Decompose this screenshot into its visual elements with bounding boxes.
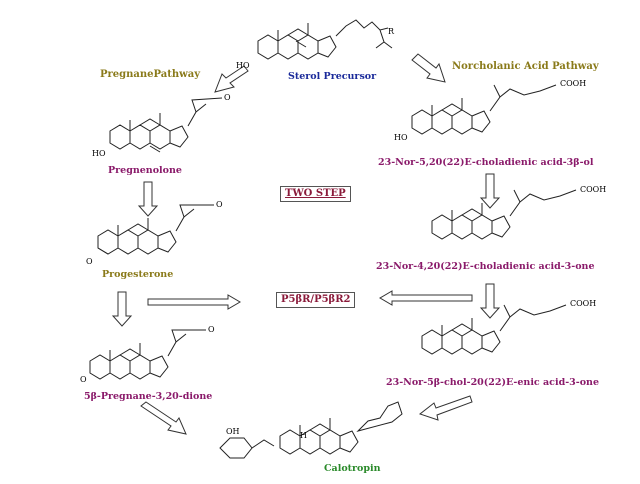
pregnane-dione-structure — [89, 329, 206, 380]
carboxyl-label: COOH — [580, 185, 607, 194]
two-step-text: TWO STEP — [285, 188, 346, 199]
methyl-oh-label: OH — [226, 427, 240, 436]
hydroxyl-label: HO — [394, 133, 408, 142]
nor-chol-enic-structure — [421, 304, 567, 355]
oxo-label: O — [224, 93, 231, 102]
carboxyl-label: COOH — [560, 79, 587, 88]
nor-chol-enic-label: 23-Nor-5β-chol-20(22)E-enic acid-3-one — [386, 377, 599, 388]
nor-choladienic-one-label: 23-Nor-4,20(22)E-choladienic acid-3-one — [376, 261, 595, 272]
hydroxyl-label: HO — [92, 149, 106, 158]
progesterone-label: Progesterone — [102, 269, 174, 280]
arrow-enic-to-calotropin — [418, 395, 473, 421]
oxo-label: O — [208, 325, 215, 334]
sterol-precursor-label: Sterol Precursor — [288, 71, 377, 82]
pregnane-pathway-title: PregnanePathway — [100, 69, 201, 80]
nor-choladienic-ol-label: 23-Nor-5,20(22)E-choladienic acid-3β-ol — [378, 157, 594, 168]
hydroxyl-label: HO — [236, 61, 250, 70]
arrow-ol-to-one — [480, 173, 500, 209]
enzyme-text: P5βR/P5βR2 — [281, 294, 351, 305]
two-step-box: TWO STEP — [280, 186, 351, 202]
arrow-precursor-to-norcholanic — [411, 53, 446, 83]
arrow-enzyme-right — [147, 294, 241, 310]
pregnenolone-label: Pregnenolone — [108, 165, 182, 176]
pregnenolone-structure — [109, 97, 223, 153]
nor-choladienic-ol-structure — [411, 84, 557, 135]
sterol-precursor-structure — [257, 19, 393, 60]
norcholanic-pathway-title: Norcholanic Acid Pathway — [452, 61, 599, 72]
arrow-precursor-to-pregnenolone — [214, 65, 249, 93]
r-group-label: R — [388, 27, 395, 36]
progesterone-structure — [97, 204, 214, 255]
calotropin-label: Calotropin — [324, 463, 381, 474]
hydrogen-label: H — [300, 431, 307, 440]
oxo-label: O — [86, 257, 93, 266]
nor-choladienic-one-structure — [431, 189, 577, 240]
oxo-label: O — [216, 200, 223, 209]
calotropin-structure — [219, 401, 403, 459]
oxo-label: O — [80, 375, 87, 384]
arrow-one-to-enic — [480, 283, 500, 319]
arrow-progesterone-to-dione — [112, 291, 132, 327]
arrow-enzyme-left — [379, 290, 473, 306]
enzyme-box: P5βR/P5βR2 — [276, 292, 356, 308]
arrow-dione-to-calotropin — [140, 401, 187, 435]
pregnane-dione-label: 5β-Pregnane-3,20-dione — [84, 391, 213, 402]
arrow-pregnenolone-to-progesterone — [138, 181, 158, 217]
carboxyl-label: COOH — [570, 299, 597, 308]
